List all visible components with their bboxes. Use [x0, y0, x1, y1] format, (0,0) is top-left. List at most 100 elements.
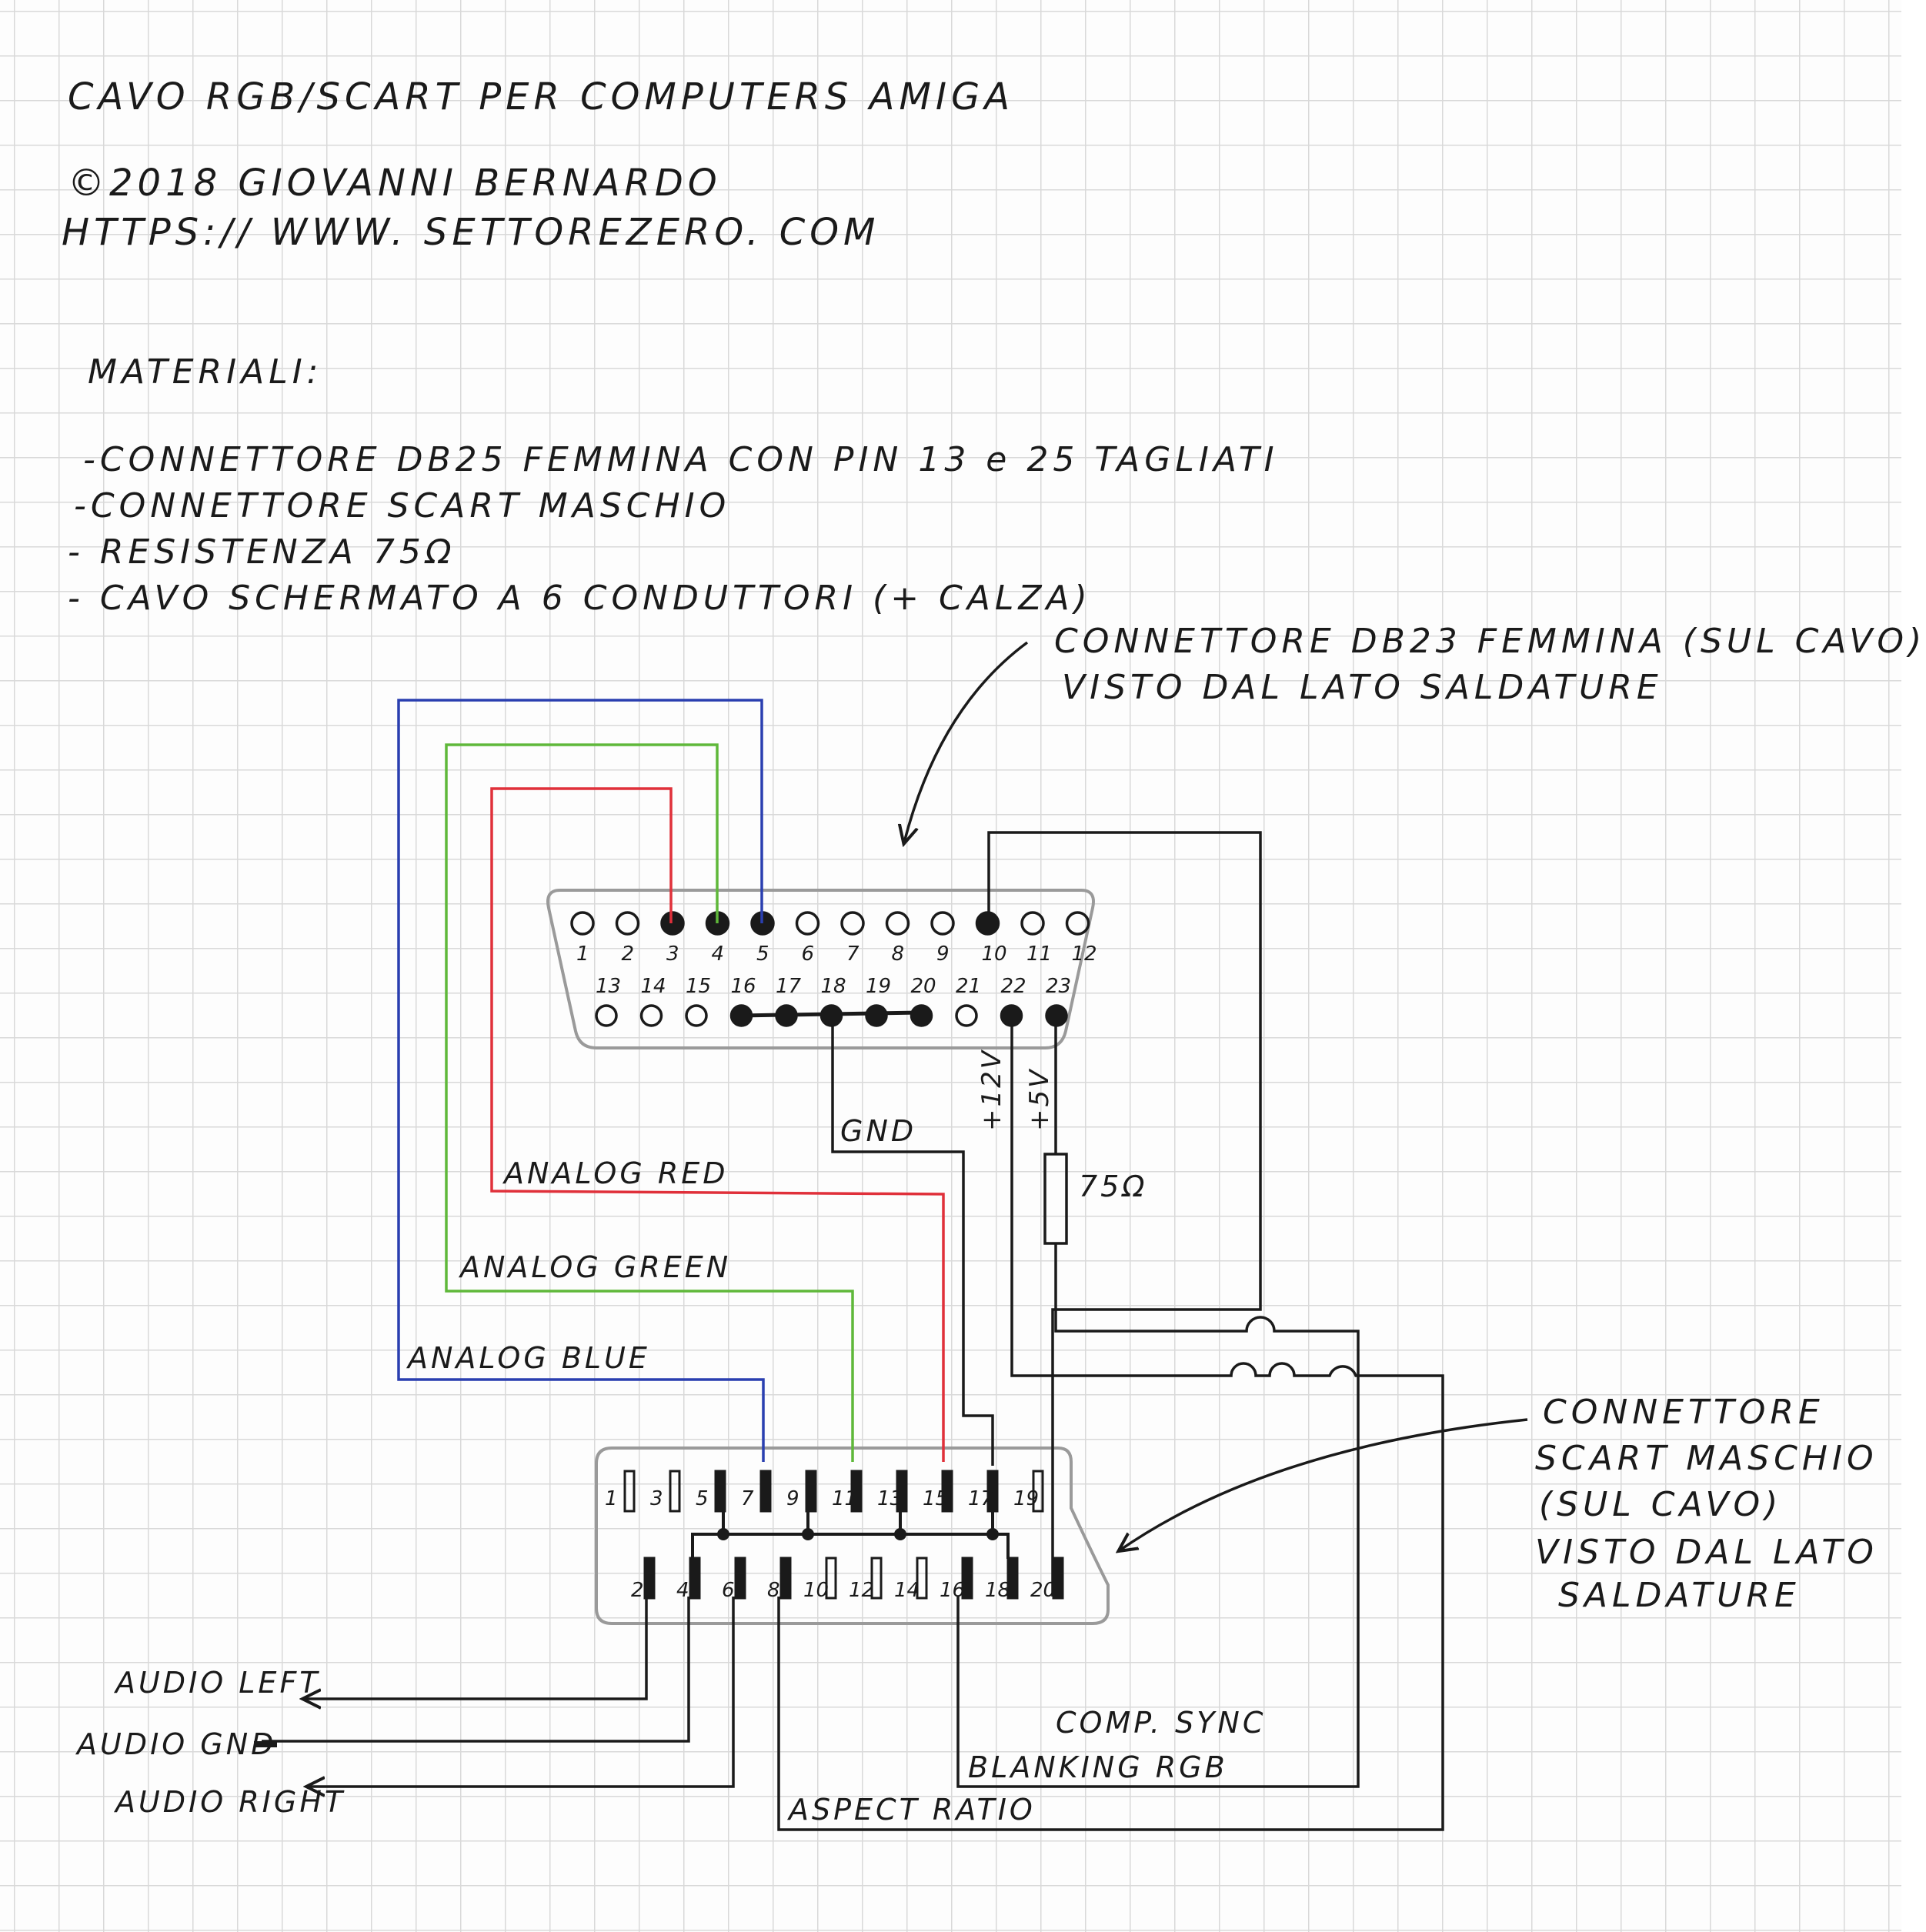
db23-pin-14: [639, 1004, 663, 1027]
scart-pin-label-5: 5: [696, 1487, 709, 1510]
label-audio-gnd: AUDIO GND: [75, 1727, 276, 1761]
db23-pin-label-1: 1: [576, 943, 589, 966]
label-comp-sync: COMP. SYNC: [1056, 1706, 1266, 1740]
db23-pin-label-9: 9: [936, 943, 950, 966]
db23-caption-line2: VISTO DAL LATO SALDATURE: [1062, 668, 1663, 707]
db23-pin-label-20: 20: [911, 975, 936, 998]
scart-pin-label-4: 4: [676, 1579, 689, 1602]
db23-pin-19: [865, 1004, 888, 1027]
url-line: HTTPS:// WWW. SETTOREZERO. COM: [62, 211, 880, 254]
label-analog-blue: ANALOG BLUE: [406, 1341, 650, 1375]
label-plus5v: +5V: [1024, 1068, 1055, 1131]
db23-pin-label-23: 23: [1046, 975, 1071, 998]
db23-pin-7: [840, 911, 865, 936]
scart-bus-node-a: [717, 1528, 729, 1540]
audio-gnd-symbol: [254, 1741, 277, 1747]
wire-audio-left: [304, 1597, 648, 1699]
scart-caption-line2: SCART MASCHIO: [1535, 1439, 1878, 1478]
scart-pin-19: [1032, 1470, 1044, 1513]
scart-pin-5: [714, 1470, 726, 1513]
materials-item-db25: -CONNETTORE DB25 FEMMINA CON PIN 13 e 25…: [83, 440, 1279, 479]
wire-audio-gnd: [262, 1597, 690, 1743]
scart-caption-line4: VISTO DAL LATO: [1535, 1533, 1878, 1572]
db23-pin-label-15: 15: [686, 975, 711, 998]
scart-pin-16: [961, 1557, 973, 1600]
db23-pin-label-17: 17: [776, 975, 802, 998]
scart-ground-bus: [691, 1512, 1010, 1559]
scart-pin-3: [669, 1470, 681, 1513]
wire-comp-sync: [987, 831, 1262, 1597]
wire-analog-red: [490, 787, 945, 1462]
diagram-title: CAVO RGB/SCART PER COMPUTERS AMIGA: [68, 75, 1015, 118]
db23-pin-21: [955, 1004, 978, 1027]
materials-item-scart: -CONNETTORE SCART MASCHIO: [74, 486, 731, 526]
label-plus12v: +12V: [976, 1049, 1007, 1131]
db23-pin-3: [660, 911, 685, 936]
label-audio-right: AUDIO RIGHT: [113, 1785, 345, 1819]
db23-caption-line1: CONNETTORE DB23 FEMMINA (SUL CAVO): [1054, 622, 1926, 661]
scart-pin-12: [870, 1557, 883, 1600]
scart-bus-node-c: [894, 1528, 906, 1540]
scart-pin-label-7: 7: [741, 1487, 754, 1510]
db23-pin-label-7: 7: [846, 943, 860, 966]
scart-pin-label-6: 6: [722, 1579, 735, 1602]
db23-pin-label-18: 18: [821, 975, 846, 998]
db23-pin-2: [615, 911, 640, 936]
db23-pin-label-13: 13: [596, 975, 621, 998]
wire-analog-blue: [397, 699, 765, 1462]
scart-pin-10: [825, 1557, 837, 1600]
scart-pin-6: [734, 1557, 746, 1600]
scart-pin-label-13: 13: [877, 1487, 903, 1510]
label-analog-red: ANALOG RED: [502, 1156, 729, 1190]
scart-bus-node-d: [986, 1528, 999, 1540]
scart-pin-label-18: 18: [985, 1579, 1010, 1602]
label-analog-green: ANALOG GREEN: [458, 1250, 731, 1284]
db23-pin-9: [930, 911, 955, 936]
wire-plus12v: [777, 1014, 1444, 1831]
scart-pin-label-19: 19: [1013, 1487, 1039, 1510]
scart-pin-14: [916, 1557, 928, 1600]
scart-pin-4: [689, 1557, 701, 1600]
scart-pin-13: [896, 1470, 908, 1513]
wire-gnd: [831, 1014, 994, 1466]
scart-pin-7: [759, 1470, 772, 1513]
db23-pin-label-11: 11: [1026, 943, 1052, 966]
db23-pin-6: [795, 911, 820, 936]
db23-pin-8: [885, 911, 910, 936]
wire-audio-right: [308, 1597, 735, 1787]
scart-pin-label-16: 16: [940, 1579, 965, 1602]
scart-caption-line3: (SUL CAVO): [1539, 1485, 1783, 1524]
label-resistor-value: 75Ω: [1079, 1170, 1147, 1203]
db23-pointer-arrow: [904, 641, 1029, 843]
materials-item-cable: - CAVO SCHERMATO A 6 CONDUTTORI (+ CALZA…: [68, 579, 1092, 618]
db23-pin-1: [570, 911, 595, 936]
scart-pin-label-2: 2: [631, 1579, 644, 1602]
db23-pin-label-19: 19: [866, 975, 891, 998]
db23-pin-label-2: 2: [622, 943, 635, 966]
db23-pin-label-4: 4: [712, 943, 725, 966]
db23-pin-12: [1065, 911, 1090, 936]
scart-pin-2: [643, 1557, 656, 1600]
scart-connector-body: [595, 1446, 1110, 1625]
scart-pin-label-11: 11: [832, 1487, 857, 1510]
scart-pin-label-17: 17: [968, 1487, 994, 1510]
db23-pin-label-12: 12: [1072, 943, 1097, 966]
materials-item-resistor: - RESISTENZA 75Ω: [68, 532, 456, 572]
scart-pin-label-15: 15: [923, 1487, 948, 1510]
scart-pointer-arrow: [1120, 1418, 1528, 1550]
scart-pin-label-1: 1: [605, 1487, 618, 1510]
scart-pin-label-9: 9: [786, 1487, 799, 1510]
db23-pin-label-16: 16: [731, 975, 756, 998]
scart-pin-18: [1006, 1557, 1019, 1600]
db23-pin-label-5: 5: [756, 943, 769, 966]
db23-pin-13: [595, 1004, 618, 1027]
db23-pin-label-6: 6: [802, 943, 815, 966]
resistor-75-ohm: [1043, 1153, 1068, 1245]
db23-connector-body: [546, 889, 1095, 1049]
scart-pin-11: [850, 1470, 863, 1513]
db23-pin-label-14: 14: [641, 975, 666, 998]
materials-heading: MATERIALI:: [88, 352, 323, 392]
scart-caption-line5: SALDATURE: [1558, 1576, 1801, 1615]
